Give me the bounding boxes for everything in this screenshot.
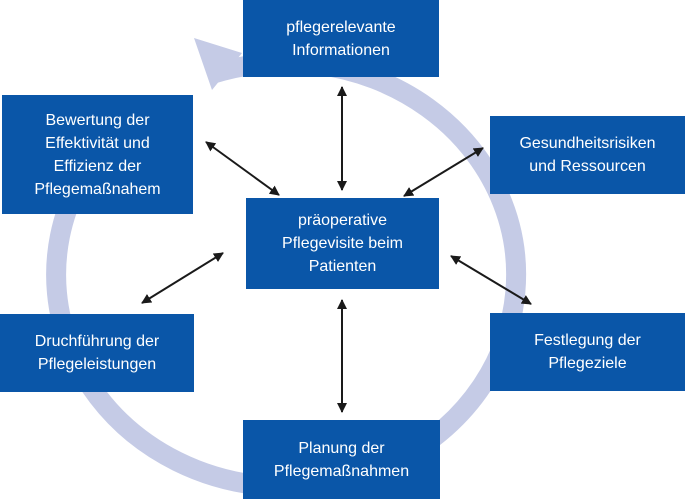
- node-evaluation: Bewertung der Effektivität und Effizienz…: [2, 95, 193, 214]
- node-planning: Planung der Pflegemaßnahmen: [243, 420, 440, 499]
- node-center: präoperative Pflegevisite beim Patienten: [246, 198, 439, 289]
- node-execution: Druchführung der Pflegeleistungen: [0, 314, 194, 392]
- node-risks: Gesundheitsrisiken und Ressourcen: [490, 116, 685, 194]
- connector-center-execution: [141, 252, 224, 304]
- connector-center-goals: [450, 255, 532, 305]
- node-information: pflegerelevante Informationen: [243, 0, 439, 77]
- connector-center-risks: [403, 147, 484, 197]
- cycle-ring-arrowhead: [194, 38, 242, 90]
- connector-center-evaluation: [205, 141, 280, 196]
- node-goals: Festlegung der Pflegeziele: [490, 313, 685, 391]
